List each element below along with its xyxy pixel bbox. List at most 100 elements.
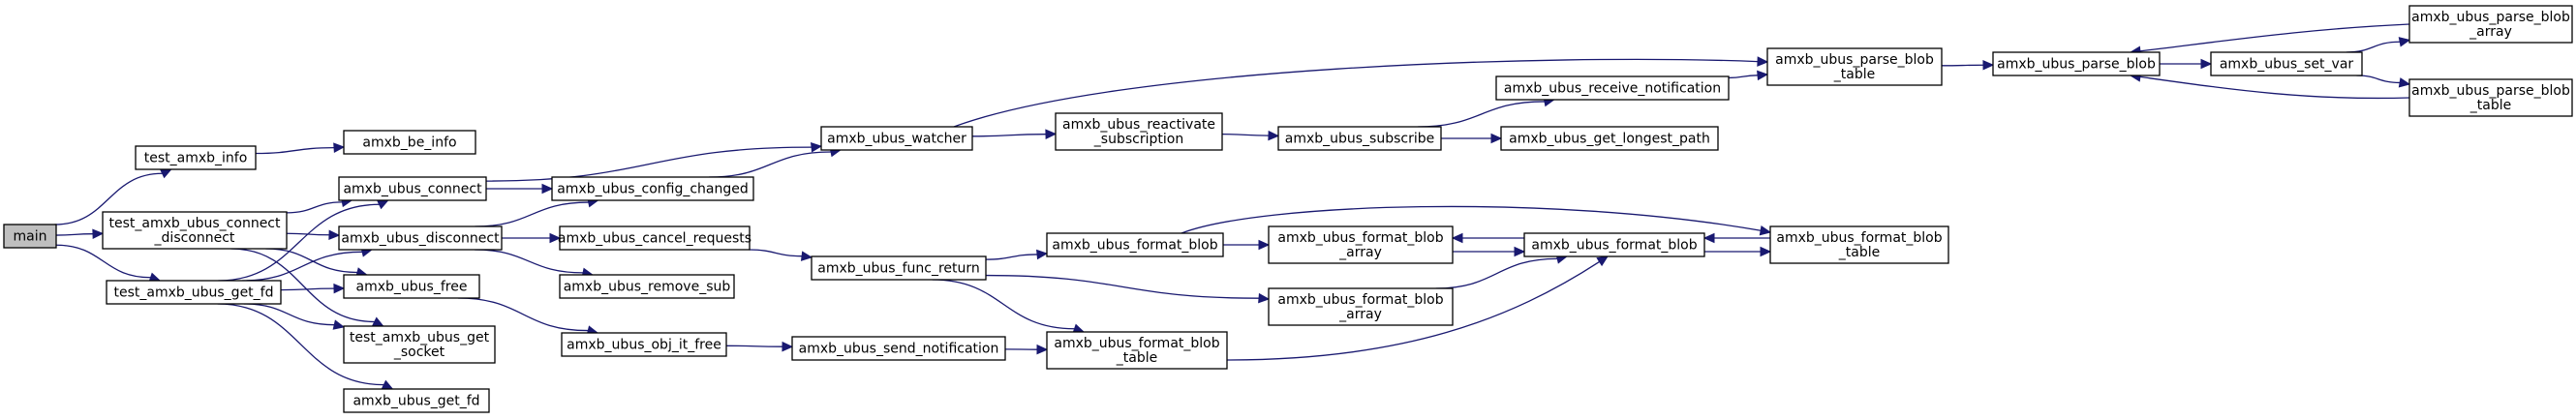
node-test-connect-disconnect[interactable]: test_amxb_ubus_connect_disconnect [102,211,288,250]
node-box [2408,5,2573,44]
node-amxb-ubus-parse-blob-table-right[interactable]: amxb_ubus_parse_blob_table [2408,78,2573,117]
call-edge-amxb_ubus_set_var-to-amxb_ubus_parse_blob_table_right [2356,75,2411,88]
function-nodes: main test_amxb_info test_amxb_ubus_connect… [3,5,2573,413]
call-edge-amxb_ubus_config_changed-to-amxb_ubus_watcher [709,146,843,178]
edge-line [932,279,1075,330]
node-test-get-fd[interactable]: test_amxb_ubus_get_fd [106,280,282,305]
node-label: test_amxb_ubus_connect [108,216,281,231]
node-amxb-ubus-func-return[interactable]: amxb_ubus_func_return [811,255,987,281]
edge-line [2139,23,2410,52]
edge-arrowhead [1036,344,1049,355]
edge-arrowhead [1760,246,1772,257]
node-box [3,224,57,249]
edge-line [985,274,1260,299]
node-main[interactable]: main [3,224,57,249]
node-amxb-be-info[interactable]: amxb_be_info [343,130,476,155]
node-amxb-ubus-get-longest-path[interactable]: amxb_ubus_get_longest_path [1500,126,1719,151]
node-box [343,388,490,413]
node-amxb-ubus-set-var[interactable]: amxb_ubus_set_var [2210,51,2363,76]
call-edge-amxb_ubus_format_blob_table_low-to-amxb_ubus_format_blob_c [1226,255,1610,361]
node-box [1766,47,1943,86]
call-edge-main-to-test_connect_disconnect [55,228,105,239]
edge-line [2139,75,2410,100]
edge-line [265,248,357,274]
node-box [1055,112,1223,151]
node-test-get-socket[interactable]: test_amxb_ubus_get_socket [343,325,496,364]
node-amxb-ubus-connect[interactable]: amxb_ubus_connect [338,176,487,201]
node-amxb-ubus-parse-blob[interactable]: amxb_ubus_parse_blob [1992,51,2161,76]
edge-line [1435,257,1558,289]
node-label: amxb_ubus_format_blob [1277,230,1443,246]
node-box [106,280,282,305]
node-amxb-ubus-parse-blob-table-mid[interactable]: amxb_ubus_parse_blob_table [1766,47,1943,86]
edge-line [709,151,832,178]
edge-arrowhead [1036,249,1049,260]
node-amxb-ubus-format-blob[interactable]: amxb_ubus_format_blob [1046,232,1224,257]
edge-line [255,146,335,155]
edge-line [475,201,589,227]
edge-line [457,297,589,332]
node-amxb-ubus-cancel-requests[interactable]: amxb_ubus_cancel_requests [558,225,751,251]
node-amxb-ubus-format-blob-array-low[interactable]: amxb_ubus_format_blob_array [1268,287,1454,326]
node-amxb-ubus-subscribe[interactable]: amxb_ubus_subscribe [1277,126,1442,151]
node-label: test_amxb_ubus_get [350,330,490,345]
node-amxb-ubus-format-blob-c[interactable]: amxb_ubus_format_blob [1523,232,1705,257]
node-box [1046,331,1228,370]
node-amxb-ubus-remove-sub[interactable]: amxb_ubus_remove_sub [559,274,735,299]
node-amxb-ubus-send-notification[interactable]: amxb_ubus_send_notification [791,336,1006,361]
edge-arrowhead [328,229,341,241]
edge-arrowhead [2200,58,2213,70]
edge-line [242,251,363,282]
node-amxb-ubus-disconnect[interactable]: amxb_ubus_disconnect [338,225,503,251]
edge-line [725,345,783,347]
node-test-amxb-info[interactable]: test_amxb_info [135,145,257,170]
node-amxb-ubus-receive-notification[interactable]: amxb_ubus_receive_notification [1495,75,1730,101]
node-amxb-ubus-reactivate-subscription[interactable]: amxb_ubus_reactivate_subscription [1055,112,1223,151]
node-label: amxb_be_info [362,135,456,151]
call-edges [54,23,2411,390]
edge-line [953,58,1759,128]
node-label: _table [1838,245,1880,260]
node-label: _table [1116,350,1157,366]
node-box [1046,232,1224,257]
node-amxb-ubus-config-changed[interactable]: amxb_ubus_config_changed [551,176,754,201]
node-label: amxb_ubus_remove_sub [564,280,731,295]
node-label: amxb_ubus_parse_blob [2411,10,2570,25]
edge-arrowhead [1982,59,1995,71]
node-amxb-ubus-format-blob-table-low[interactable]: amxb_ubus_format_blob_table [1046,331,1228,370]
node-amxb-ubus-parse-blob-array[interactable]: amxb_ubus_parse_blob_array [2408,5,2573,44]
edge-line [985,254,1038,260]
edge-line [280,287,335,291]
node-box [1495,75,1730,101]
edge-line [54,172,163,225]
node-amxb-ubus-format-blob-array-top[interactable]: amxb_ubus_format_blob_array [1268,225,1454,264]
node-amxb-ubus-free[interactable]: amxb_ubus_free [343,274,480,299]
node-box [1268,287,1454,326]
node-label: amxb_ubus_func_return [817,261,980,277]
edge-line [971,134,1047,137]
node-amxb-ubus-format-blob-table-right[interactable]: amxb_ubus_format_blob_table [1769,225,1949,264]
edge-line [1418,101,1545,128]
call-edge-amxb_ubus_disconnect-to-amxb_ubus_config_changed [475,197,599,227]
node-label: amxb_ubus_format_blob [1277,292,1443,308]
node-label: test_amxb_ubus_get_fd [113,285,273,301]
edge-arrowhead [782,341,794,352]
edge-arrowhead [381,379,394,390]
call-edge-amxb_ubus_func_return-to-amxb_ubus_format_blob_array_low [985,274,1271,304]
call-edge-amxb_ubus_func_return-to-amxb_ubus_format_blob_table_low [932,279,1086,334]
node-box [2210,51,2363,76]
node-amxb-ubus-watcher[interactable]: amxb_ubus_watcher [820,126,973,151]
node-box [343,325,496,364]
edge-line [1941,64,1984,67]
edge-line [749,249,803,257]
edge-line [2356,75,2401,84]
node-amxb-ubus-obj-it-free[interactable]: amxb_ubus_obj_it_free [561,332,727,357]
edge-arrowhead [2398,77,2411,88]
node-amxb-ubus-get-fd[interactable]: amxb_ubus_get_fd [343,388,490,413]
call-edge-amxb_ubus_send_notification-to-amxb_ubus_format_blob_table_low [1004,344,1049,355]
call-edge-amxb_ubus_format_blob_table_right-to-amxb_ubus_format_blob_c [1702,232,1771,244]
call-edge-amxb_ubus_format_blob-to-amxb_ubus_format_blob_array_top [1223,239,1271,251]
node-box [559,274,735,299]
edge-arrowhead [1759,225,1772,236]
call-edge-main-to-test_get_fd [55,244,162,283]
